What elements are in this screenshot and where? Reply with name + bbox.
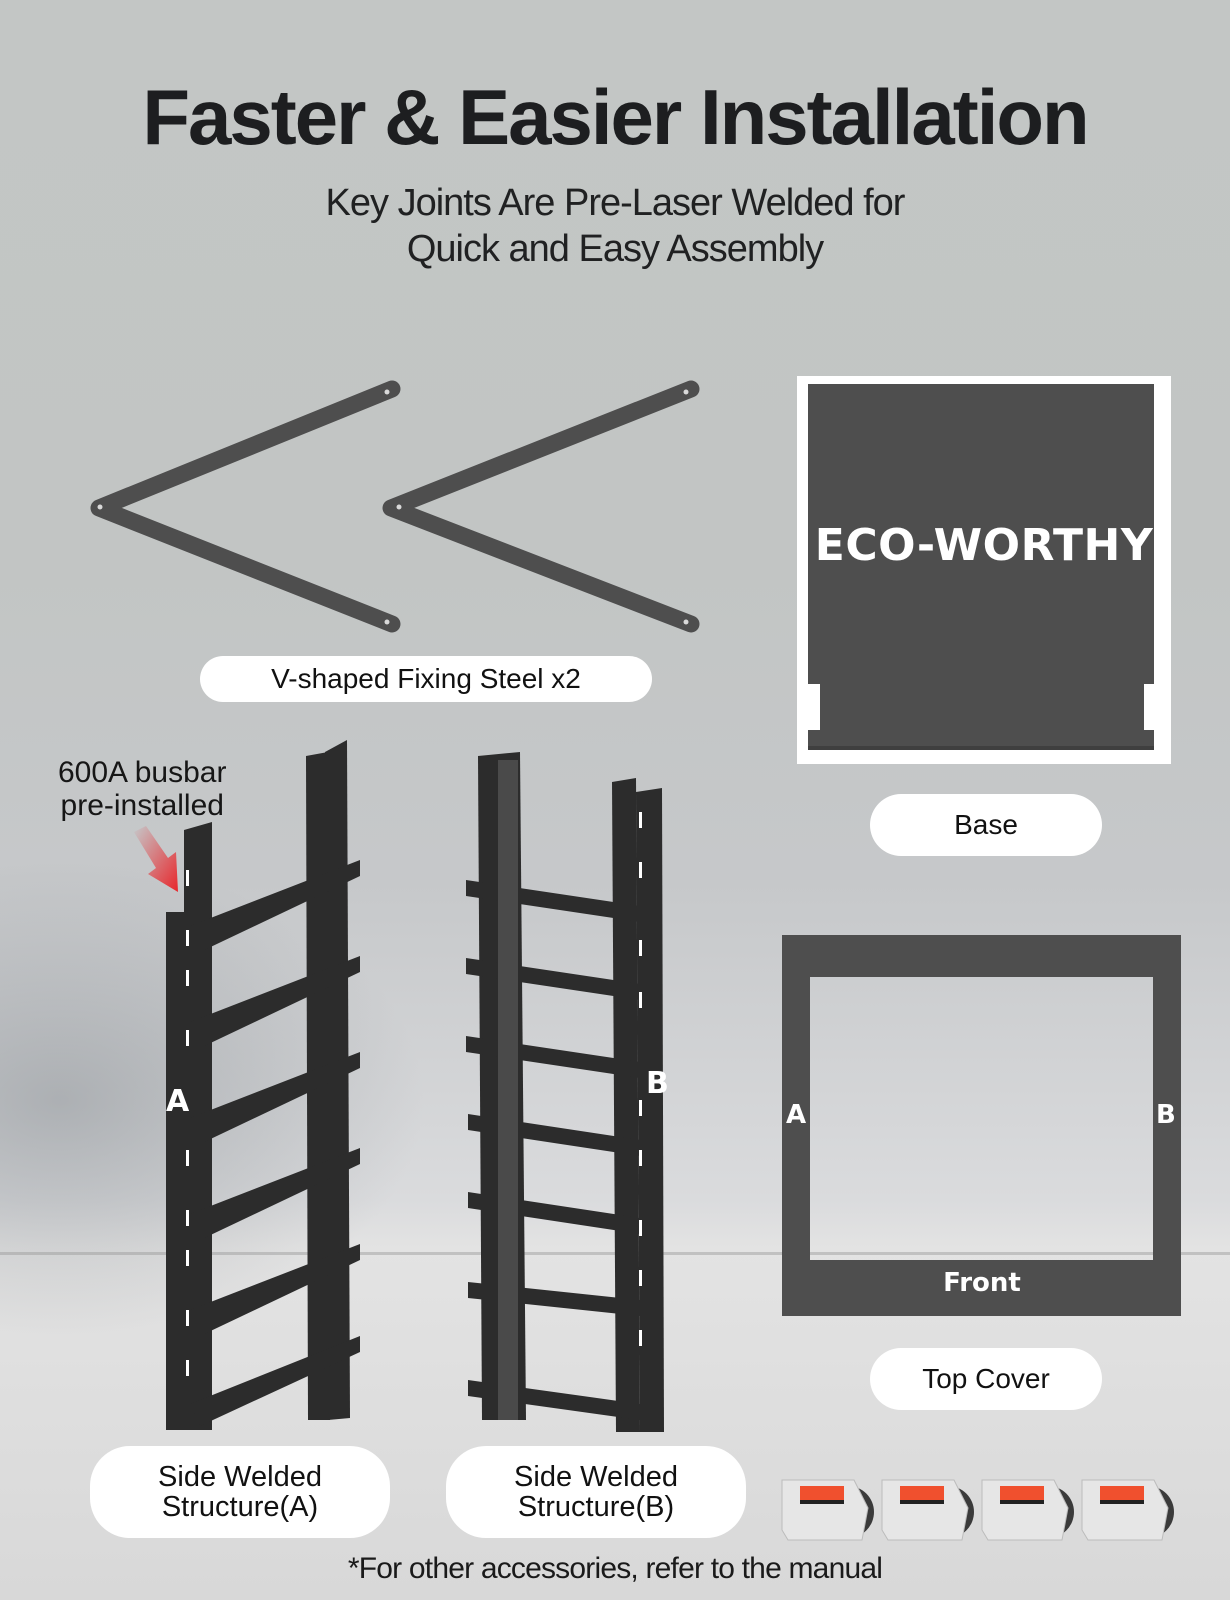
v-shaped-fixing-steel-icon bbox=[90, 380, 700, 633]
label-side-welded-structure-a: Side Welded Structure(A) bbox=[90, 1446, 390, 1538]
side-a-marker: A bbox=[166, 1084, 190, 1119]
footnote: *For other accessories, refer to the man… bbox=[347, 1552, 883, 1585]
top-cover-frame-icon bbox=[782, 935, 1181, 1316]
busbar-callout-line-1: 600A busbar bbox=[58, 756, 227, 789]
label-side-welded-structure-b: Side Welded Structure(B) bbox=[446, 1446, 746, 1538]
subtitle-line-1: Key Joints Are Pre-Laser Welded for bbox=[325, 182, 906, 224]
top-cover-front-text: Front bbox=[943, 1268, 1021, 1298]
subtitle-line-2: Quick and Easy Assembly bbox=[406, 228, 824, 270]
side-b-marker: B bbox=[646, 1066, 669, 1101]
busbar-callout-arrow-icon bbox=[134, 826, 178, 892]
base-brand-text: ECO-WORTHY bbox=[814, 520, 1154, 571]
page-title: Faster & Easier Installation bbox=[142, 73, 1089, 161]
base-panel-icon bbox=[808, 384, 1154, 750]
label-b-line-2: Structure(B) bbox=[517, 1491, 675, 1523]
label-b-line-1: Side Welded bbox=[514, 1461, 678, 1493]
busbar-callout-label: 600A busbar pre-installed bbox=[58, 756, 226, 822]
busbar-callout-line-2: pre-installed bbox=[60, 789, 224, 822]
top-cover-side-b-marker: B bbox=[1156, 1100, 1176, 1130]
label-base: Base bbox=[870, 794, 1102, 856]
label-a-line-2: Structure(A) bbox=[161, 1491, 319, 1523]
label-top-cover: Top Cover bbox=[870, 1348, 1102, 1410]
page-subtitle: Key Joints Are Pre-Laser Welded for Quic… bbox=[0, 180, 1230, 272]
label-v-shaped-fixing-steel: V-shaped Fixing Steel x2 bbox=[200, 656, 652, 702]
top-cover-side-a-marker: A bbox=[786, 1100, 807, 1130]
label-a-line-1: Side Welded bbox=[158, 1461, 322, 1493]
